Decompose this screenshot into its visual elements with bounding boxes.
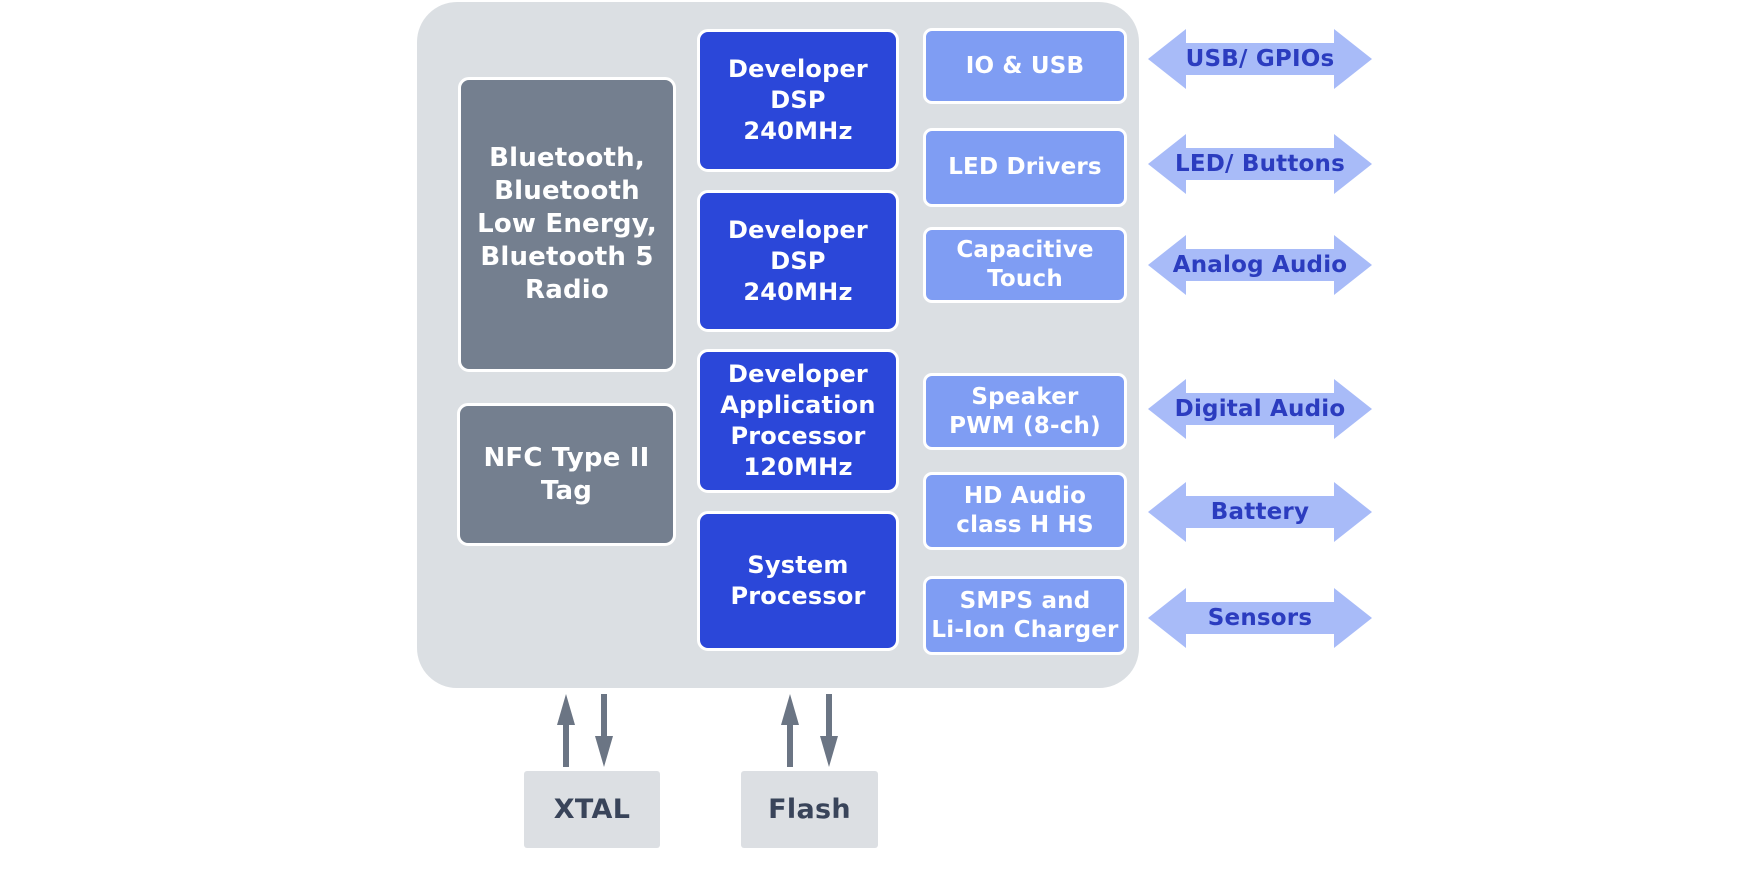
xtal-box: XTAL (524, 771, 660, 848)
double-arrow-icon (1148, 379, 1372, 439)
smps-charger-block: SMPS and Li-Ion Charger (923, 576, 1127, 655)
led-drivers-block: LED Drivers (923, 128, 1127, 207)
text-line: Radio (525, 275, 609, 305)
application-processor-block: Developer Application Processor 120MHz (697, 349, 899, 493)
text-line: System (747, 551, 849, 579)
flash-down-arrow-icon (820, 694, 838, 767)
interface-sensors: Sensors (1148, 587, 1372, 649)
text-line: Capacitive (956, 237, 1094, 263)
text-line: IO & USB (965, 52, 1085, 79)
text-line: Developer (728, 55, 868, 83)
xtal-up-arrow-icon (557, 694, 575, 767)
interface-usb-gpios: USB/ GPIOs (1148, 28, 1372, 90)
interface-analog-audio: Analog Audio (1148, 234, 1372, 296)
bluetooth-radio-block: Bluetooth, Bluetooth Low Energy, Bluetoo… (458, 77, 676, 372)
flash-box: Flash (741, 771, 878, 848)
text-line: NFC Type II Tag (483, 442, 650, 506)
xtal-label: XTAL (553, 794, 631, 825)
interface-label: LED/ Buttons (1174, 151, 1346, 177)
text-line: LED Drivers (948, 154, 1102, 180)
text-line: Bluetooth (494, 176, 640, 206)
capacitive-touch-block: Capacitive Touch (923, 227, 1127, 303)
nfc-tag-block: NFC Type II Tag (457, 403, 676, 546)
text-line: Low Energy, (477, 209, 657, 239)
flash-label: Flash (768, 794, 851, 825)
text-line: 240MHz (743, 277, 853, 306)
double-arrow-icon (1148, 482, 1372, 542)
text-line: Speaker (971, 383, 1079, 410)
interface-label: Digital Audio (1174, 396, 1346, 422)
text-line: SMPS and (959, 587, 1091, 614)
interface-label: Analog Audio (1172, 252, 1348, 278)
double-arrow-icon (1148, 134, 1372, 194)
text-line: Developer (728, 360, 868, 388)
developer-dsp1-block: Developer DSP 240MHz (697, 29, 899, 172)
text-line: DSP (770, 246, 826, 275)
xtal-down-arrow-icon (595, 694, 613, 767)
text-line: Bluetooth 5 (480, 242, 654, 272)
text-line: 120MHz (743, 453, 853, 481)
io-usb-block: IO & USB (923, 28, 1127, 104)
text-line: HD Audio (963, 483, 1087, 509)
text-line: 240MHz (743, 117, 853, 145)
text-line: Touch (987, 266, 1063, 292)
double-arrow-icon (1148, 588, 1372, 648)
hd-audio-block: HD Audio class H HS (923, 472, 1127, 550)
double-arrow-icon (1148, 235, 1372, 295)
interface-label: Battery (1210, 499, 1310, 525)
text-line: class H HS (956, 512, 1094, 538)
text-line: Li-Ion Charger (931, 616, 1119, 643)
developer-dsp2-block: Developer DSP 240MHz (697, 190, 899, 332)
speaker-pwm-block: Speaker PWM (8-ch) (923, 373, 1127, 450)
text-line: Processor (730, 582, 866, 610)
text-line: Processor (730, 422, 866, 450)
interface-label: Sensors (1207, 605, 1313, 631)
double-arrow-icon (1148, 29, 1372, 89)
flash-up-arrow-icon (781, 694, 799, 767)
interface-led-buttons: LED/ Buttons (1148, 133, 1372, 195)
text-line: Developer (728, 215, 868, 244)
text-line: DSP (770, 86, 826, 114)
text-line: PWM (8-ch) (949, 412, 1101, 439)
interface-label: USB/ GPIOs (1185, 46, 1335, 72)
system-processor-block: System Processor (697, 511, 899, 651)
text-line: Bluetooth, (489, 143, 645, 173)
interface-battery: Battery (1148, 481, 1372, 543)
interface-digital-audio: Digital Audio (1148, 378, 1372, 440)
text-line: Application (720, 391, 876, 419)
